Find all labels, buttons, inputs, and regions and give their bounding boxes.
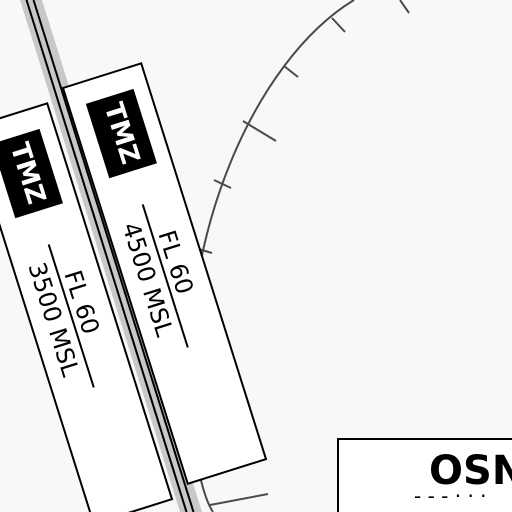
station-label-box: [337, 438, 512, 512]
tmz-label-left[interactable]: TMZ FL 60 3500 MSL: [0, 102, 174, 512]
range-ring-tick: [399, 0, 410, 14]
range-ring-tick: [283, 65, 299, 78]
boundary-line-outer: [25, 0, 188, 512]
tmz-label-right[interactable]: TMZ FL 60 4500 MSL: [61, 62, 268, 486]
navaid-station-label[interactable]: OSN - - - · · ·: [337, 438, 512, 512]
morse-code-identifier: - - - · · ·: [414, 484, 487, 508]
station-identifier: OSN: [429, 448, 512, 494]
altitude-divider: [141, 204, 189, 348]
range-ring-tick: [213, 179, 232, 189]
range-ring-tick: [209, 493, 269, 506]
boundary-line-inner: [32, 0, 195, 512]
range-ring-tick: [242, 120, 277, 142]
tmz-badge: [85, 88, 157, 179]
tmz-badge: [0, 128, 63, 219]
range-ring-tick: [331, 17, 346, 33]
altitude-divider: [47, 244, 95, 388]
